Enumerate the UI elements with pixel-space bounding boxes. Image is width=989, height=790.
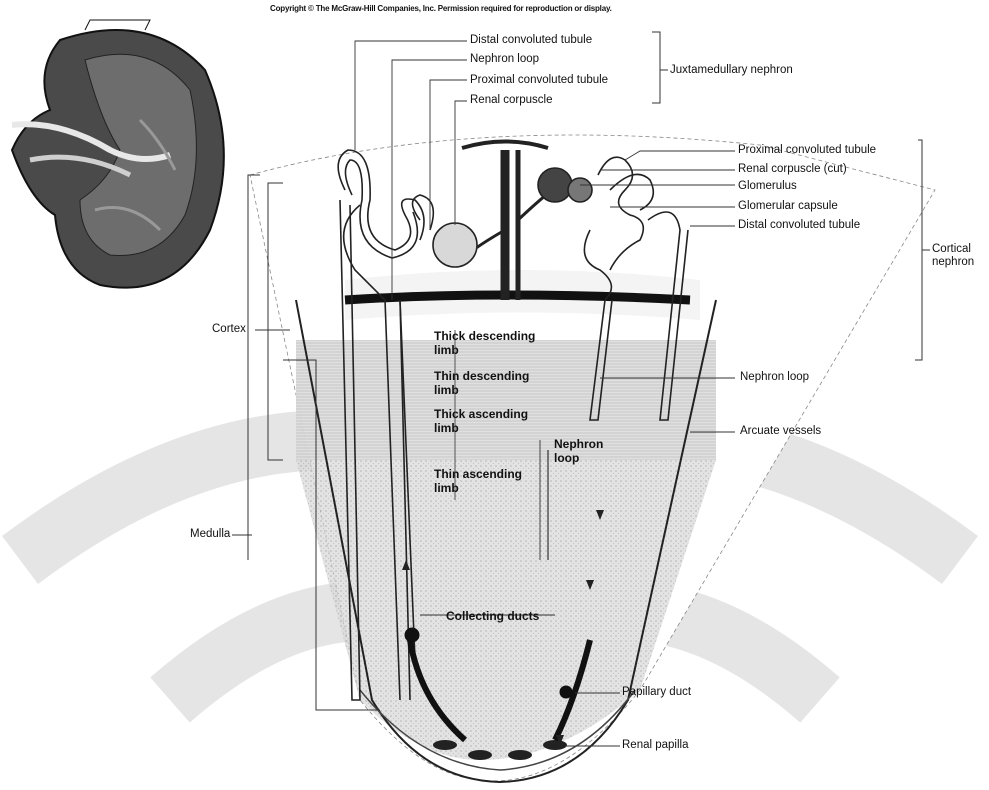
label-renal-corpuscle-jm: Renal corpuscle	[470, 94, 552, 107]
label-glomerular-capsule: Glomerular capsule	[738, 200, 838, 213]
copyright-notice: Copyright © The McGraw-Hill Companies, I…	[270, 4, 612, 13]
label-distal-convoluted-tubule-c: Distal convoluted tubule	[738, 219, 860, 232]
label-proximal-convoluted-tubule-jm: Proximal convoluted tubule	[470, 74, 608, 87]
label-renal-papilla: Renal papilla	[622, 739, 689, 752]
kidney-thumbnail	[12, 20, 224, 288]
label-nephron-loop-c: Nephron loop	[740, 371, 809, 384]
label-cortex: Cortex	[212, 323, 246, 336]
label-thin-ascending-limb: Thin ascending limb	[434, 467, 544, 495]
label-arcuate-vessels: Arcuate vessels	[740, 425, 821, 438]
label-nephron-loop-jm: Nephron loop	[470, 53, 539, 66]
label-collecting-ducts: Collecting ducts	[446, 609, 539, 623]
label-juxtamedullary-nephron: Juxtamedullary nephron	[670, 64, 793, 77]
label-nephron-loop-inner: Nephron loop	[554, 437, 614, 465]
label-proximal-convoluted-tubule-c: Proximal convoluted tubule	[738, 144, 876, 157]
label-renal-corpuscle-cut: Renal corpuscle (cut)	[738, 163, 847, 176]
label-thin-descending-limb: Thin descending limb	[434, 369, 544, 397]
label-distal-convoluted-tubule-jm: Distal convoluted tubule	[470, 34, 592, 47]
label-glomerulus: Glomerulus	[738, 180, 797, 193]
label-thick-descending-limb: Thick descending limb	[434, 329, 544, 357]
label-thick-ascending-limb: Thick ascending limb	[434, 407, 544, 435]
label-medulla: Medulla	[190, 528, 230, 541]
label-cortical-nephron: Cortical nephron	[932, 243, 987, 269]
label-papillary-duct: Papillary duct	[622, 686, 691, 699]
